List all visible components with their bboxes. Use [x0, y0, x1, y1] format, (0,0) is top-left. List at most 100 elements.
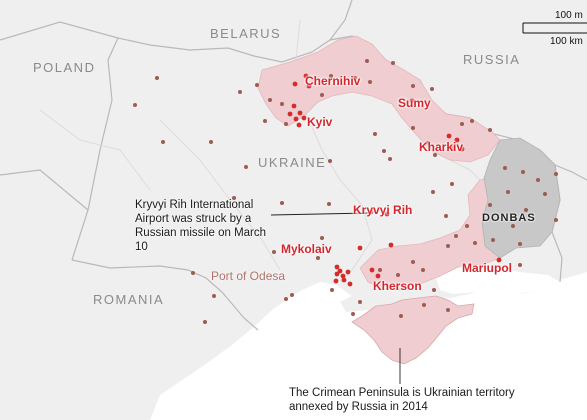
- label-kharkiv: Kharkiv: [419, 140, 464, 154]
- strike-dot: [327, 202, 331, 206]
- strike-dot-recent: [303, 73, 309, 79]
- strike-dot-recent: [296, 122, 302, 128]
- strike-dot: [268, 98, 272, 102]
- strike-dot: [388, 157, 392, 161]
- strike-dot: [284, 297, 288, 301]
- strike-dot: [373, 132, 377, 136]
- strike-dot-recent: [341, 277, 347, 283]
- strike-dot: [460, 122, 464, 126]
- strike-dot: [491, 238, 495, 242]
- strike-dot: [518, 263, 522, 267]
- strike-dot: [446, 308, 450, 312]
- strike-dot: [209, 140, 213, 144]
- strike-dot: [155, 76, 159, 80]
- strike-dot: [399, 314, 403, 318]
- strike-dot: [454, 234, 458, 238]
- strike-dot-recent: [345, 269, 351, 275]
- strike-dot-recent: [454, 137, 460, 143]
- strike-dot: [351, 312, 355, 316]
- strike-dot: [316, 256, 320, 260]
- strike-dot-recent: [287, 111, 293, 117]
- strike-dot: [284, 122, 288, 126]
- label-mariupol: Mariupol: [462, 261, 512, 275]
- label-kherson: Kherson: [373, 279, 422, 293]
- strike-dot: [161, 140, 165, 144]
- strike-dot: [444, 214, 448, 218]
- label-poland: POLAND: [33, 60, 96, 75]
- strike-dot: [280, 102, 284, 106]
- label-donbas: DONBAS: [482, 212, 536, 224]
- strike-dot-recent: [291, 103, 297, 109]
- strike-dot: [450, 182, 454, 186]
- strike-dot-recent: [333, 278, 339, 284]
- strike-dot: [503, 166, 507, 170]
- strike-dot: [255, 83, 259, 87]
- strike-dot-recent: [357, 245, 363, 251]
- strike-dot: [521, 170, 525, 174]
- strike-dot: [238, 90, 242, 94]
- strike-dot: [320, 93, 324, 97]
- strike-dot: [244, 165, 248, 169]
- strike-dot: [272, 250, 276, 254]
- strike-dot: [280, 201, 284, 205]
- donbas-area: [481, 137, 561, 259]
- strike-dot: [422, 303, 426, 307]
- strike-dot-recent: [375, 273, 381, 279]
- strike-dot-recent: [459, 146, 465, 152]
- strike-dot: [358, 300, 362, 304]
- label-mykolaiv: Mykolaiv: [281, 242, 332, 256]
- strike-dot: [365, 59, 369, 63]
- black-sea: [150, 272, 587, 420]
- label-chernihiv: Chernihiv: [305, 74, 361, 88]
- label-russia: RUSSIA: [463, 52, 521, 67]
- strike-dot-recent: [368, 209, 374, 215]
- strike-dot-recent: [369, 267, 375, 273]
- strike-dot: [290, 293, 294, 297]
- strike-dot: [382, 149, 386, 153]
- strike-dot: [378, 268, 382, 272]
- strike-dot: [430, 87, 434, 91]
- kryvyi-rih-leader-line: [270, 212, 370, 216]
- strike-dot: [411, 260, 415, 264]
- strike-dot-recent: [449, 145, 455, 151]
- strike-dot-recent: [496, 257, 502, 263]
- strike-dot-recent: [297, 110, 303, 116]
- strike-dot: [191, 271, 195, 275]
- strike-dot: [488, 128, 492, 132]
- strike-dot: [330, 288, 334, 292]
- strike-dot: [518, 242, 522, 246]
- strike-dot: [212, 294, 216, 298]
- label-belarus: BELARUS: [210, 26, 282, 41]
- label-romania: ROMANIA: [93, 292, 165, 307]
- strike-dot: [411, 126, 415, 130]
- strike-dot: [353, 76, 357, 80]
- crimea-peninsula: [351, 295, 475, 365]
- strike-dot-recent: [446, 133, 452, 139]
- strike-dot-recent: [384, 211, 390, 217]
- strike-dot-recent: [388, 242, 394, 248]
- strike-dot-recent: [347, 281, 353, 287]
- strike-dot-recent: [340, 273, 346, 279]
- scale-label-bottom: 100 km: [550, 36, 583, 47]
- strike-dot: [506, 190, 510, 194]
- strike-dot: [411, 84, 415, 88]
- strike-dot: [421, 268, 425, 272]
- sea-of-azov: [436, 268, 560, 295]
- strike-dot: [543, 192, 547, 196]
- scale-label-top: 100 m: [555, 10, 583, 21]
- strike-dot: [536, 178, 540, 182]
- strike-dot: [554, 218, 558, 222]
- strike-dot-recent: [337, 268, 343, 274]
- strike-dot-recent: [334, 264, 340, 270]
- strike-dot: [432, 288, 436, 292]
- strike-dot: [433, 153, 437, 157]
- strike-dot: [524, 208, 528, 212]
- annotation-kryvyi-rih-airport: Kryvyi Rih International Airport was str…: [135, 199, 267, 253]
- strike-dot-recent: [334, 271, 340, 277]
- label-kyiv: Kyiv: [307, 115, 333, 129]
- strike-dot: [329, 74, 333, 78]
- strike-dot: [263, 119, 267, 123]
- strike-dot: [446, 244, 450, 248]
